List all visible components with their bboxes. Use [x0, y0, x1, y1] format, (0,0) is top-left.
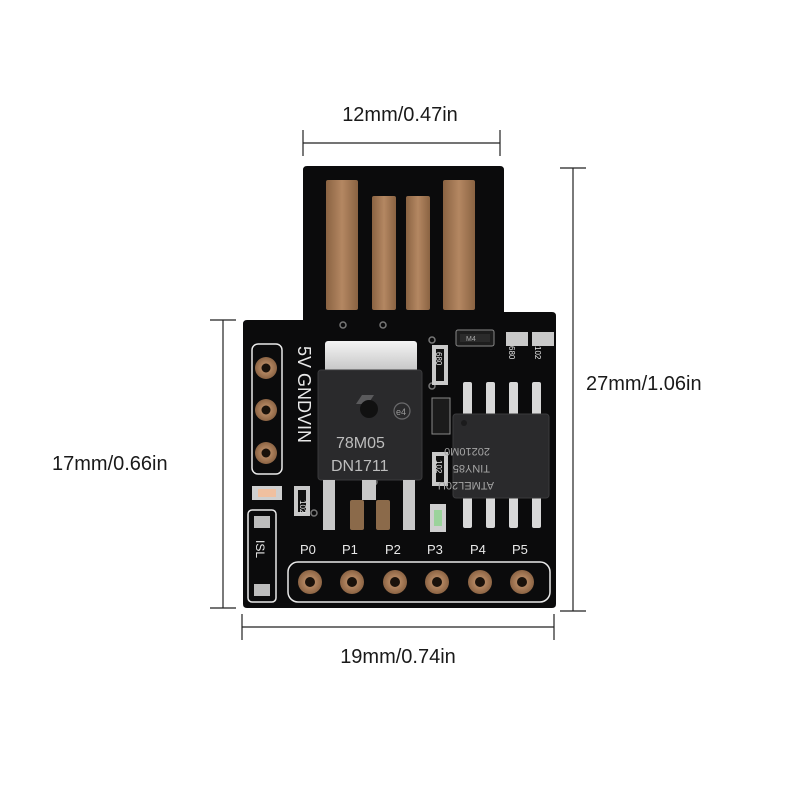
chip-marking-line3: 20210M0: [444, 445, 490, 457]
dimension-label-board-height: 17mm/0.66in: [52, 453, 168, 475]
pin-label-p4: P4: [470, 542, 486, 557]
regulator-part-number: 78M05: [336, 435, 385, 452]
silk-r-label-3: 680: [507, 346, 516, 360]
dimension-label-total-height: 27mm/1.06in: [586, 373, 702, 395]
dimension-label-top-width: 12mm/0.47in: [342, 104, 458, 126]
silk-r-label-2: 680: [434, 352, 443, 366]
silk-diode-label: M4: [466, 336, 476, 343]
pin-label-p1: P1: [342, 542, 358, 557]
dimension-left: [210, 319, 236, 609]
dimension-bottom: [241, 614, 555, 640]
pin-label-p0: P0: [300, 542, 316, 557]
usb-contacts: [326, 180, 475, 310]
pin-labels: P0 P1 P2 P3 P4 P5: [300, 542, 528, 557]
chip-marking-line2: TINY85: [453, 462, 490, 474]
pin-label-p3: P3: [427, 542, 443, 557]
dimension-label-bottom-width: 19mm/0.74in: [340, 646, 456, 668]
regulator-lot-code: DN1711: [331, 458, 389, 475]
pin-header: [287, 561, 551, 603]
dimension-top: [302, 130, 501, 156]
silk-r-label-1: 102: [298, 500, 307, 514]
pin-label-p2: P2: [385, 542, 401, 557]
dimension-right: [560, 167, 586, 612]
power-header: [251, 343, 283, 475]
power-header-label: 5V GNDVIN: [294, 346, 314, 443]
chip-marking-line1: ATMEL20U: [438, 479, 494, 491]
silk-r-label-4: 102: [533, 346, 542, 360]
silk-r-label-5: 102: [434, 460, 443, 474]
pin-label-p5: P5: [512, 542, 528, 557]
voltage-regulator: [317, 341, 423, 530]
regulator-mark: e4: [396, 407, 406, 417]
microcontroller-chip: [452, 382, 550, 528]
smd-components: [247, 329, 554, 603]
silk-left-label: ISL: [253, 540, 267, 558]
